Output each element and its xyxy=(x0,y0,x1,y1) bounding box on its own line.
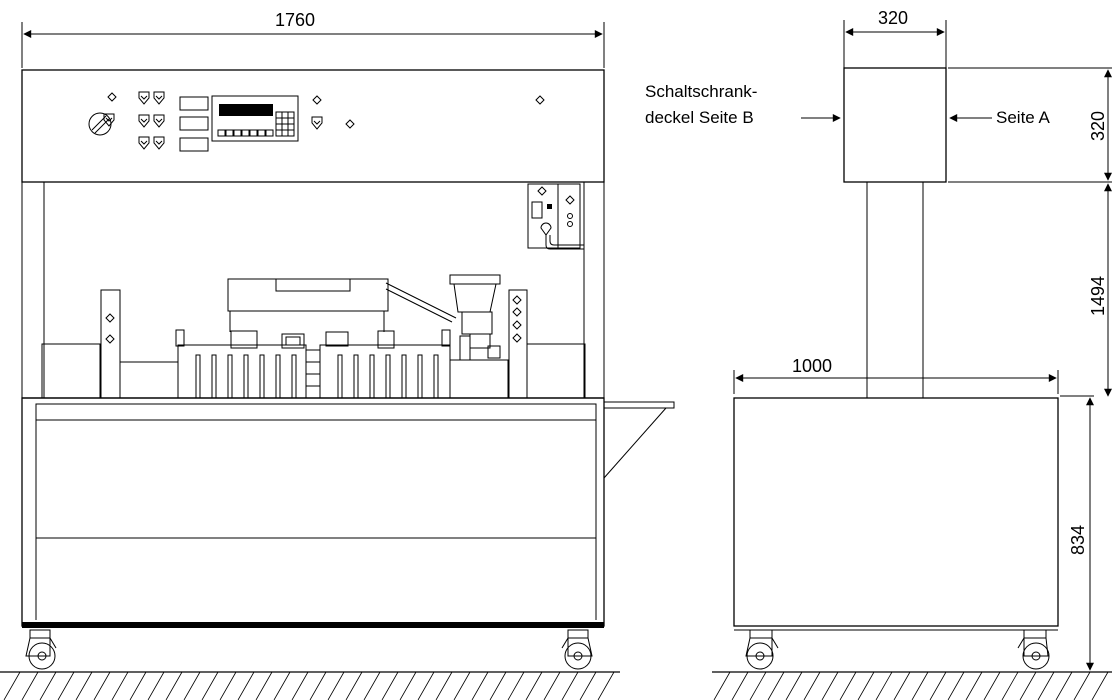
right-post xyxy=(583,181,605,399)
right-module xyxy=(526,343,586,399)
support-column xyxy=(866,181,924,399)
side-a-callout: Seite A xyxy=(949,108,1051,127)
panel-button xyxy=(179,137,209,152)
caster-wheel-icon xyxy=(25,629,57,670)
dimension-front-width: 1760 xyxy=(21,10,605,68)
control-cabinet xyxy=(843,67,947,183)
indicator-lamp-icon xyxy=(535,95,545,105)
indicator-lamp-icon xyxy=(312,95,322,105)
hopper-unit xyxy=(449,274,509,399)
cover-label-line2: deckel Seite B xyxy=(645,108,754,127)
panel-button xyxy=(179,96,209,111)
lower-cabinet xyxy=(21,397,605,628)
comb-teeth xyxy=(195,354,439,399)
left-post xyxy=(21,181,45,399)
left-module xyxy=(41,343,101,399)
cover-side-b-callout: Schaltschrank- deckel Seite B xyxy=(645,82,841,127)
conveyor-unit xyxy=(175,278,457,399)
ground-hatch xyxy=(712,671,1112,700)
operator-terminal xyxy=(211,95,299,142)
right-guide-bar xyxy=(508,289,528,399)
caster-wheel-icon xyxy=(1017,629,1050,670)
dimension-base-height: 834 xyxy=(1060,395,1112,673)
indicator-lamp-icon xyxy=(345,119,355,129)
caster-wheel-icon xyxy=(745,629,779,670)
indicator-lamp-icon xyxy=(107,92,117,102)
left-tray xyxy=(119,361,179,399)
push-button-group xyxy=(103,91,323,150)
dimension-column-height-label: 1494 xyxy=(1088,276,1108,316)
control-panel xyxy=(21,69,605,183)
dimension-base-width: 1000 xyxy=(733,356,1059,394)
base-cabinet xyxy=(733,397,1059,627)
dimension-cabinet-height: 320 xyxy=(948,67,1112,183)
front-view: 1760 xyxy=(0,10,675,700)
side-shelf xyxy=(603,401,675,479)
dimension-column-width: 320 xyxy=(843,8,947,68)
dimension-column-height: 1494 xyxy=(1088,183,1112,397)
panel-button xyxy=(179,116,209,131)
side-control-box xyxy=(527,183,584,250)
dimension-base-height-label: 834 xyxy=(1068,525,1088,555)
side-a-label: Seite A xyxy=(996,108,1051,127)
side-view: 320 Schaltschrank- deckel Seite B Seite … xyxy=(645,8,1112,700)
dimension-column-width-label: 320 xyxy=(878,8,908,28)
ground-hatch xyxy=(0,671,620,700)
dimension-cabinet-height-label: 320 xyxy=(1088,111,1108,141)
dimension-front-width-label: 1760 xyxy=(275,10,315,30)
left-guide-bar xyxy=(100,289,121,399)
caster-wheel-icon xyxy=(561,629,593,670)
dimension-base-width-label: 1000 xyxy=(792,356,832,376)
cover-label-line1: Schaltschrank- xyxy=(645,82,757,101)
